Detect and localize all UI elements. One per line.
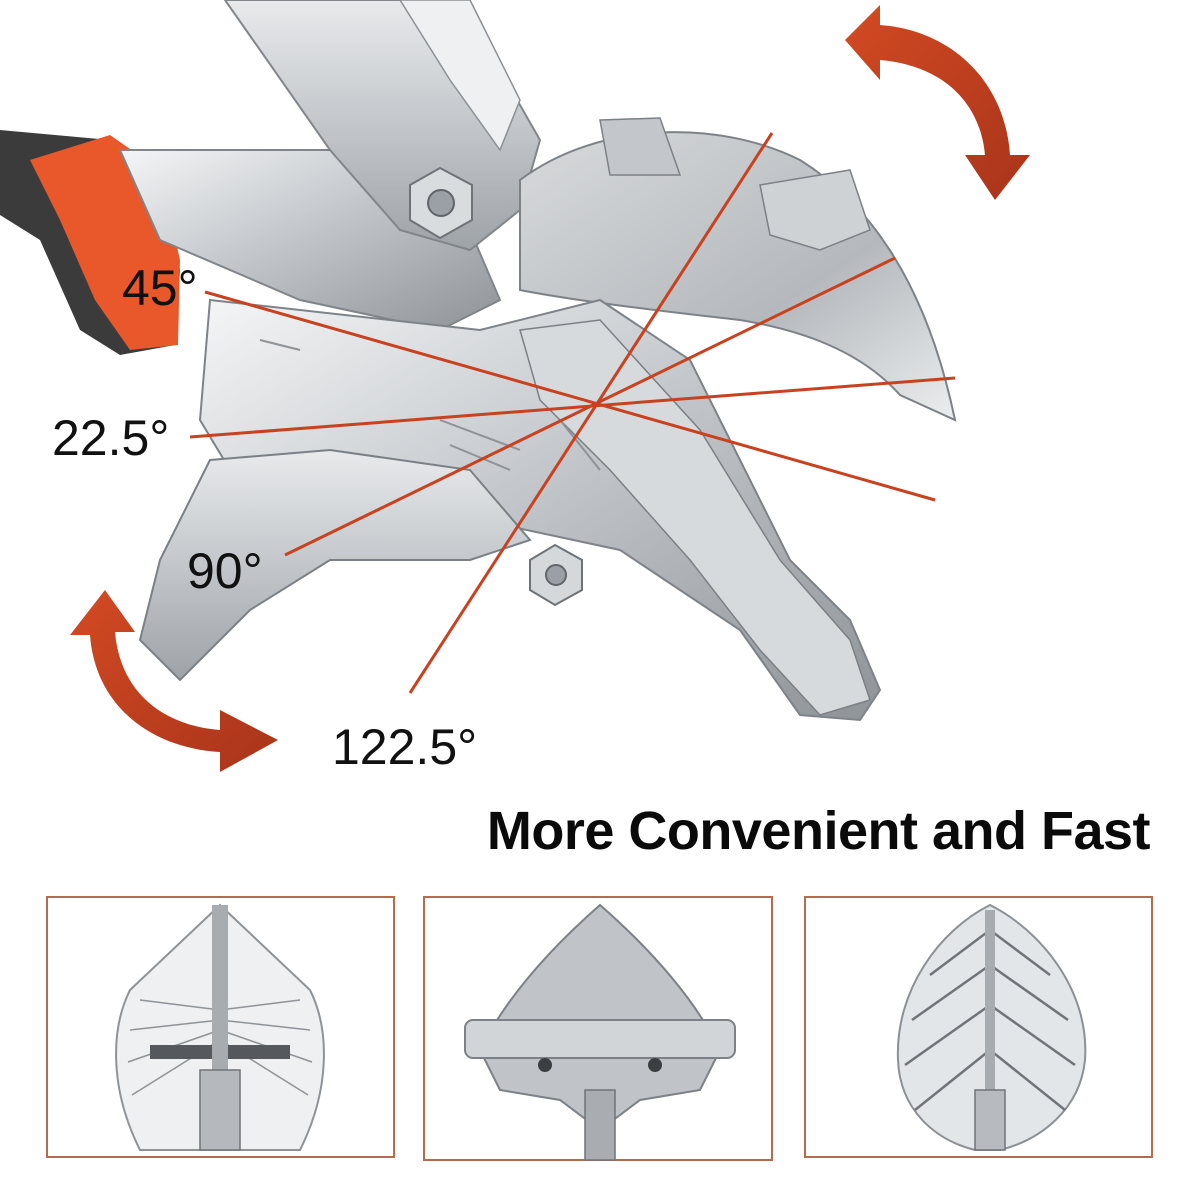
- angle-label-45: 45°: [122, 260, 198, 316]
- guide-line-45: [204, 290, 936, 502]
- thumbnail-panel-anvil-side: [423, 896, 773, 1161]
- curved-double-arrow-icon: [845, 5, 1030, 200]
- engraved-marks: [259, 339, 601, 471]
- side-bracket: [759, 169, 871, 251]
- thumbnail-panel-anvil-back: [804, 896, 1153, 1158]
- angle-label-90: 90°: [187, 543, 263, 599]
- headline: More Convenient and Fast: [486, 801, 1151, 861]
- thumbnail-panel-angle-gauge: [46, 896, 395, 1158]
- lower-nut: [529, 543, 583, 607]
- angle-guide-lines: [189, 132, 956, 694]
- guide-line-22-5: [189, 376, 956, 439]
- lower-arm: [138, 448, 532, 682]
- guide-line-122-5: [408, 132, 774, 694]
- anvil-nose: [519, 319, 871, 716]
- guide-line-90: [284, 256, 896, 557]
- angle-label-22-5: 22.5°: [52, 410, 169, 466]
- miter-shear-tool: [0, 0, 957, 722]
- curved-double-arrow-icon: [70, 590, 278, 772]
- pivot-nut: [409, 166, 473, 240]
- angle-label-122-5: 122.5°: [332, 719, 477, 775]
- top-jaw-ridge: [399, 0, 521, 152]
